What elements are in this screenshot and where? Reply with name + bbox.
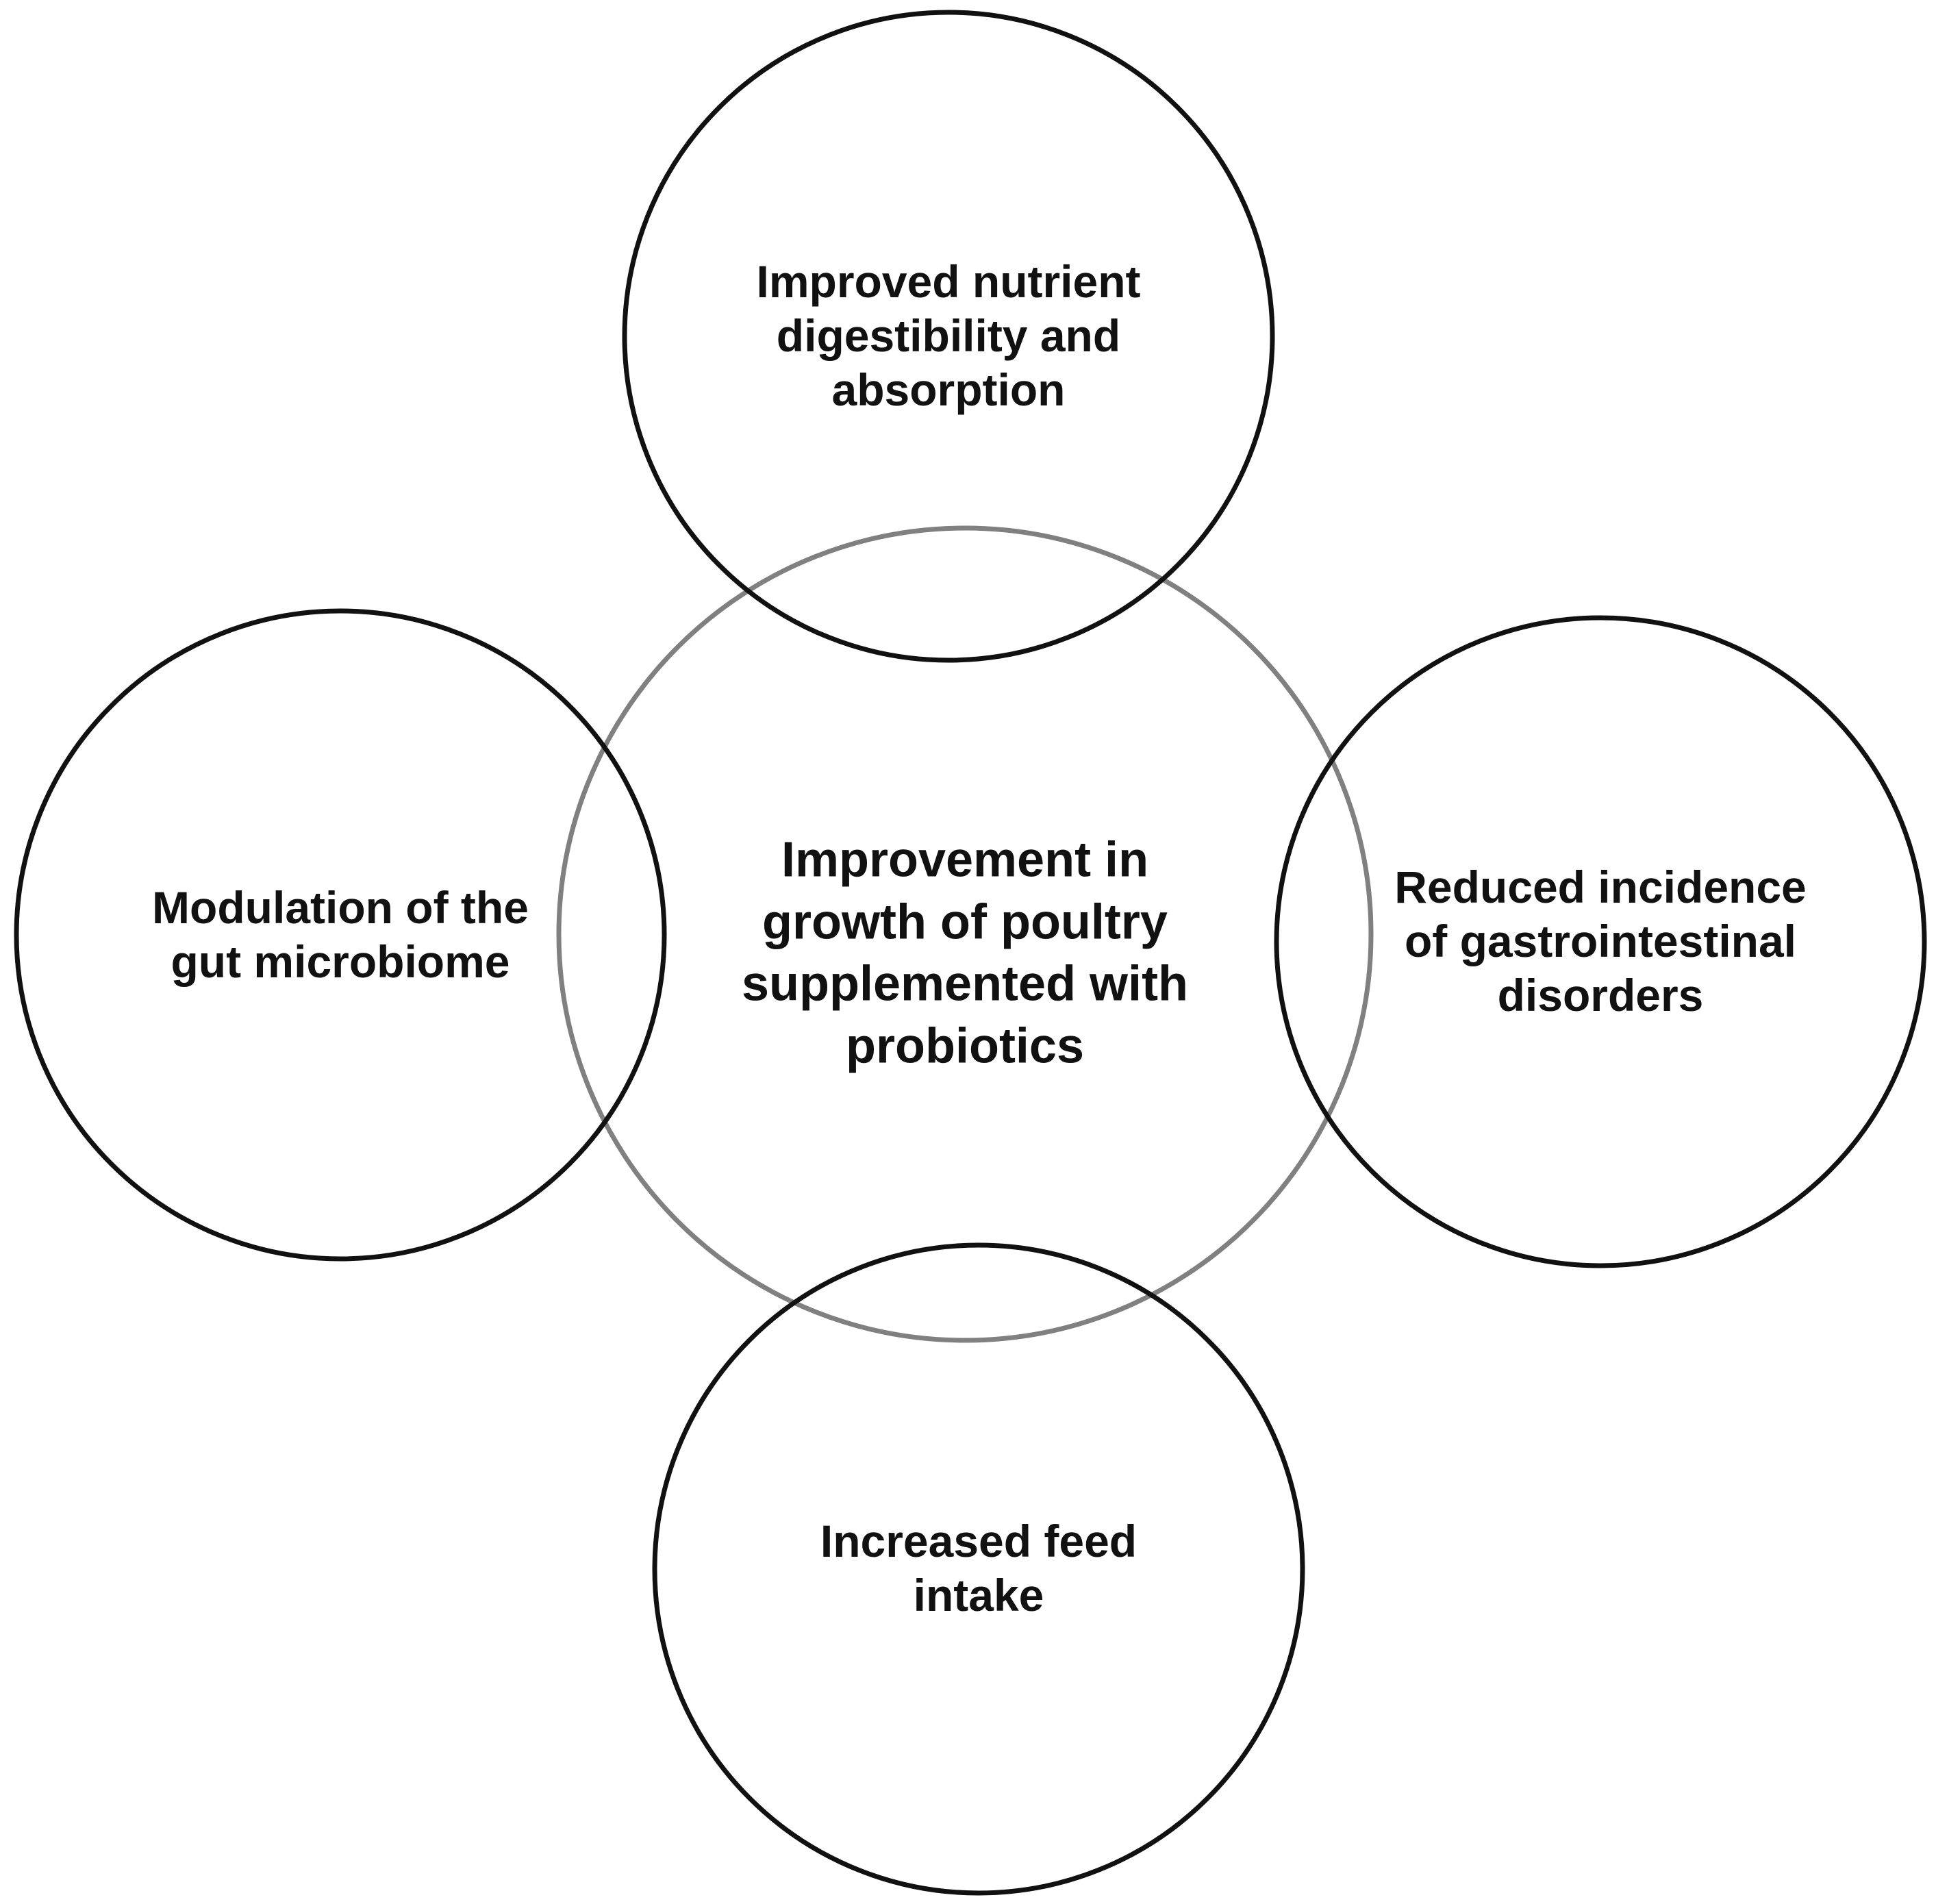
- label-line: disorders: [1497, 970, 1704, 1021]
- label-line: supplemented with: [741, 957, 1189, 1012]
- top-circle: [622, 10, 1275, 663]
- label-line: intake: [913, 1570, 1044, 1620]
- label-line: Reduced incidence: [1394, 862, 1807, 913]
- top-circle-label: Improved nutrient digestibility and abso…: [756, 255, 1140, 418]
- label-line: Increased feed: [820, 1515, 1137, 1566]
- bottom-circle-label: Increased feed intake: [820, 1514, 1137, 1623]
- center-circle: [556, 525, 1374, 1343]
- label-line: Modulation of the: [152, 881, 529, 933]
- right-circle-label: Reduced incidence of gastrointestinal di…: [1394, 860, 1807, 1023]
- label-line: digestibility and: [776, 310, 1121, 362]
- label-line: Improved nutrient: [756, 256, 1141, 308]
- label-line: Improvement in: [781, 832, 1149, 888]
- label-line: probiotics: [845, 1018, 1085, 1074]
- label-line: gut microbiome: [171, 936, 510, 987]
- left-circle-label: Modulation of the gut microbiome: [152, 881, 529, 989]
- center-circle-label: Improvement in growth of poultry supplem…: [742, 829, 1188, 1078]
- left-circle: [14, 608, 667, 1262]
- label-line: absorption: [831, 364, 1066, 416]
- label-line: growth of poultry: [762, 894, 1168, 950]
- label-line: of gastrointestinal: [1404, 916, 1797, 967]
- right-circle: [1274, 615, 1927, 1268]
- bottom-circle: [652, 1242, 1305, 1896]
